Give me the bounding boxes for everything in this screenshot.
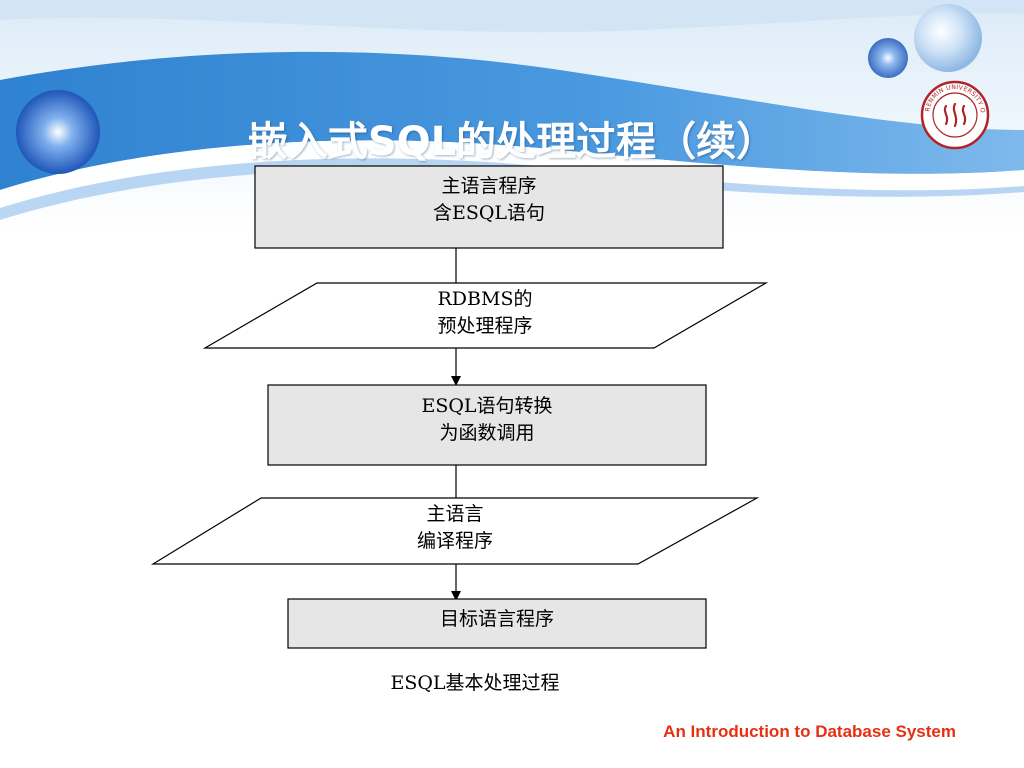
rdbms-preprocess-parallelogram xyxy=(202,282,769,349)
main-program-box xyxy=(254,165,724,249)
footer-course-title: An Introduction to Database System xyxy=(663,722,956,741)
diagram-caption: ESQL基本处理过程 xyxy=(390,672,560,694)
slide-title: 嵌入式SQL的处理过程（续） xyxy=(247,118,777,165)
host-compile-parallelogram xyxy=(150,497,760,565)
bubble-decoration xyxy=(16,90,100,174)
university-seal-logo: RENMIN UNIVERSITY OF CHINA xyxy=(920,80,990,150)
target-program-box xyxy=(287,598,707,649)
bubble-decoration xyxy=(914,4,982,72)
esql-convert-label: ESQL语句转换 为函数调用 xyxy=(421,395,553,444)
bubble-decoration xyxy=(868,38,908,78)
host-compile-label: 主语言 编译程序 xyxy=(416,503,493,552)
esql-convert-box xyxy=(267,384,707,466)
main-program-label: 主语言程序 含ESQL语句 xyxy=(432,175,546,224)
rdbms-preprocess-label: RDBMS的 预处理程序 xyxy=(437,288,533,337)
target-program-label: 目标语言程序 xyxy=(439,608,554,630)
